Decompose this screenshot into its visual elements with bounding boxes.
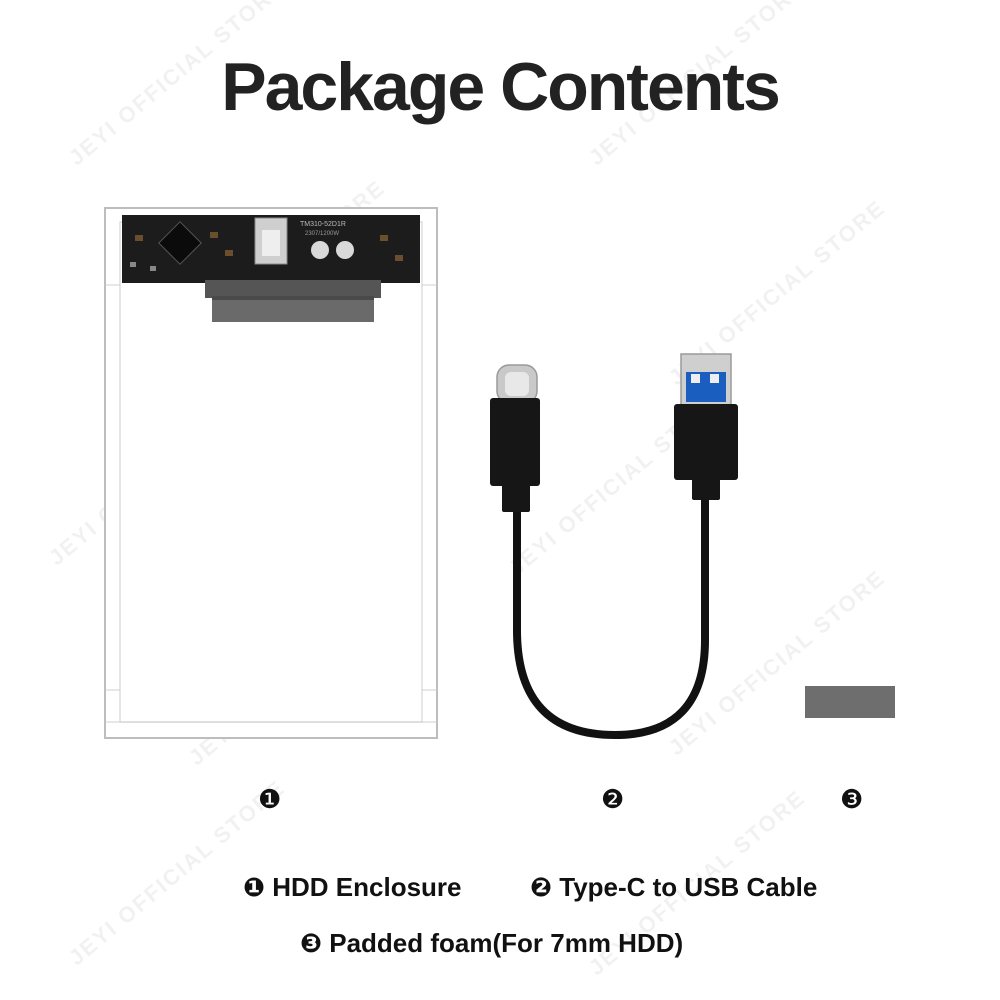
legend-hdd-enclosure: ❶ HDD Enclosure: [243, 872, 462, 902]
cable-wire: [513, 491, 709, 740]
item-number-3: ❸: [840, 784, 864, 814]
page-title: Package Contents: [221, 49, 781, 125]
chip: [158, 221, 202, 265]
item-number-2: ❷: [601, 784, 625, 814]
item-number-1: ❶: [258, 784, 282, 814]
padded-foam-image: [805, 686, 895, 718]
hdd-enclosure-image: TM310-52D1R 2307/1200W: [104, 207, 438, 739]
type-c-usb-cable-image: [490, 353, 738, 740]
type-c-plug-body: [490, 398, 540, 486]
legend-cable: ❷ Type-C to USB Cable: [530, 872, 818, 902]
pcb-code-label: 2307/1200W: [305, 231, 339, 237]
sata-connector: [205, 280, 381, 298]
legend-padded-foam: ❸ Padded foam(For 7mm HDD): [300, 928, 684, 958]
pcb-model-label: TM310-52D1R: [300, 221, 346, 228]
usb-a-plug-body: [674, 404, 738, 480]
